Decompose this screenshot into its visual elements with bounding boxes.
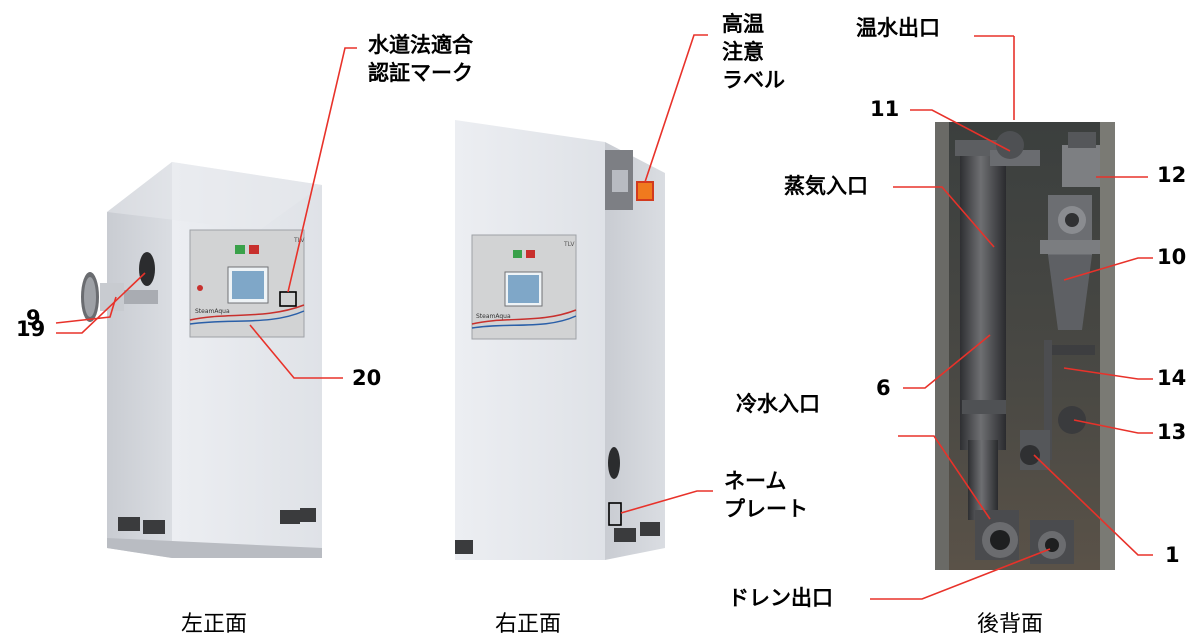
label-high-temp-caution: 高温 注意 ラベル	[722, 12, 785, 92]
leader-20	[249, 324, 343, 379]
leader-1	[1033, 454, 1153, 556]
leader-6	[903, 334, 991, 389]
label-number-20: 20	[352, 366, 382, 390]
label-number-9: 9	[26, 306, 41, 330]
leader-high-temp	[644, 34, 708, 183]
leader-13	[1073, 419, 1153, 434]
svg-text:TLV: TLV	[563, 241, 575, 248]
leader-drain-out	[870, 548, 1051, 600]
left-front-view: SteamAqua TLV	[81, 162, 322, 558]
label-number-6: 6	[876, 376, 891, 400]
label-water-cert-mark: 水道法適合 認証マーク	[368, 33, 473, 85]
label-number-14: 14	[1157, 366, 1187, 390]
leader-9	[55, 296, 117, 324]
label-number-19: 19	[16, 317, 46, 341]
label-number-1: 1	[1165, 543, 1180, 567]
svg-text:TLV: TLV	[293, 237, 305, 244]
leader-water-cert	[287, 47, 357, 293]
leader-name-plate	[620, 490, 713, 514]
right-front-view: SteamAqua TLV	[455, 120, 665, 560]
caption-left-front: 左正面	[181, 612, 248, 637]
caption-right-front: 右正面	[495, 612, 562, 637]
leader-19	[56, 272, 146, 334]
leader-lines	[55, 34, 1153, 600]
label-steam-inlet: 蒸気入口	[784, 174, 868, 198]
leader-11	[910, 109, 1011, 152]
label-number-11: 11	[870, 97, 900, 121]
leader-cold-in	[898, 435, 991, 520]
label-number-10: 10	[1157, 245, 1187, 269]
label-name-plate: ネーム プレート	[724, 469, 808, 521]
label-number-13: 13	[1157, 420, 1187, 444]
label-cold-water-inlet: 冷水入口	[736, 392, 820, 416]
label-hot-water-outlet: 温水出口	[856, 16, 940, 40]
label-number-12: 12	[1157, 163, 1187, 187]
svg-text:SteamAqua: SteamAqua	[476, 313, 511, 320]
leader-14	[1063, 367, 1153, 380]
svg-text:SteamAqua: SteamAqua	[195, 308, 230, 315]
caption-rear: 後背面	[977, 612, 1044, 637]
label-drain-outlet: ドレン出口	[728, 586, 833, 610]
leader-steam-in	[893, 186, 995, 248]
leader-10	[1063, 257, 1153, 281]
rear-view-photo	[935, 122, 1115, 570]
